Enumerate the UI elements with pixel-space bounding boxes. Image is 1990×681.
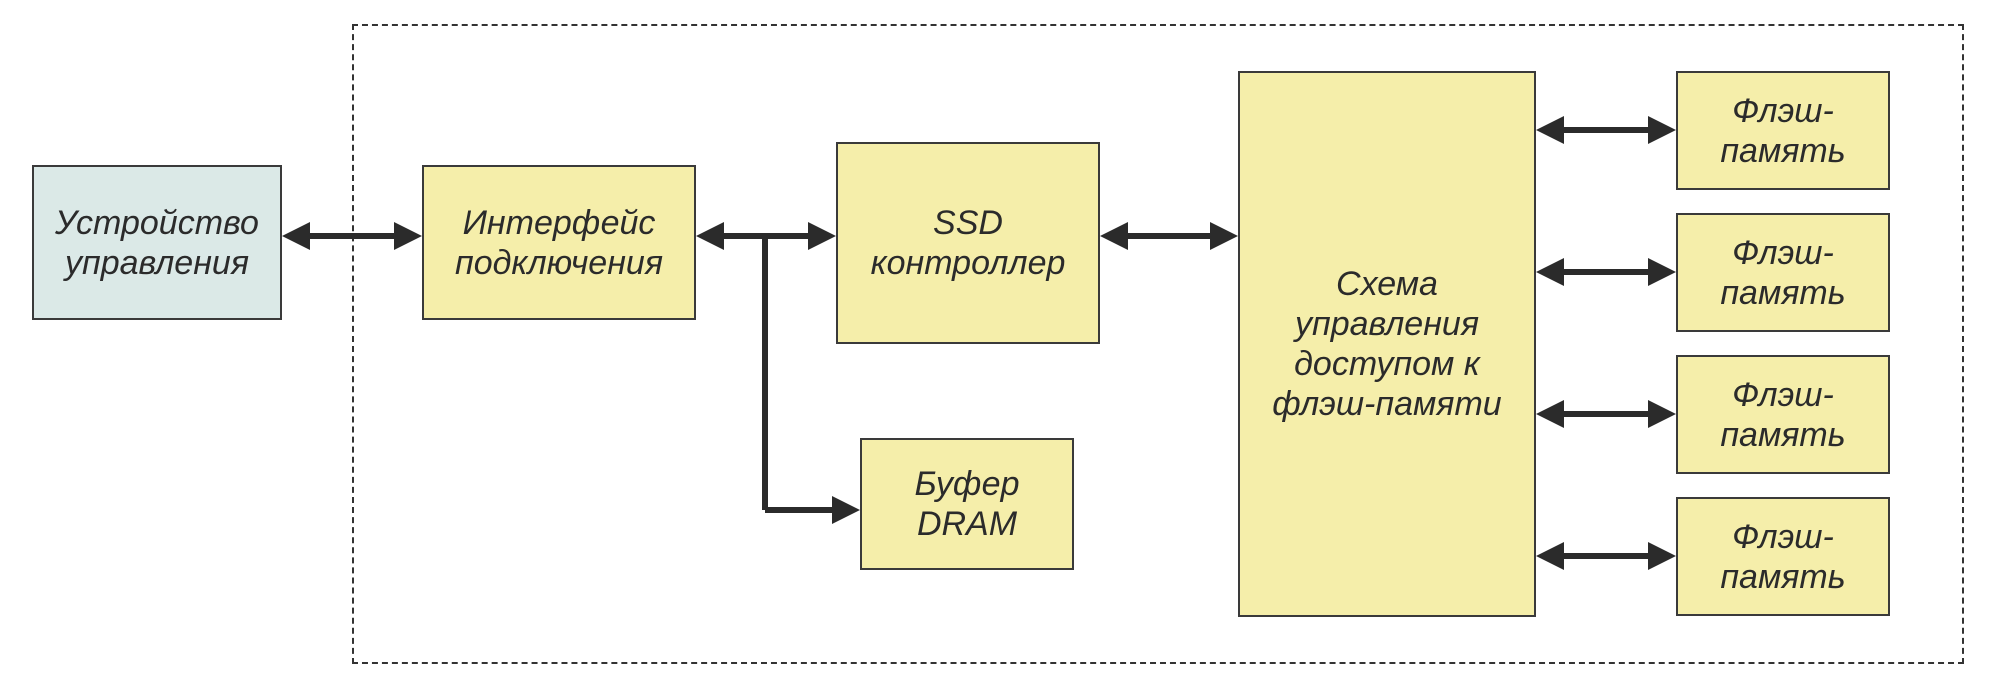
arrowhead (808, 222, 836, 250)
host-controller-label: Устройство управления (55, 203, 259, 282)
arrowhead (1536, 542, 1564, 570)
ssd-boundary (352, 24, 1964, 664)
arrowhead (832, 496, 860, 524)
arrowhead (1536, 400, 1564, 428)
arrowhead (1648, 116, 1676, 144)
arrowhead (1100, 222, 1128, 250)
flash-memory-label: Флэш- память (1720, 233, 1846, 312)
flash-memory-block-3: Флэш- память (1676, 355, 1890, 474)
arrowhead (1536, 258, 1564, 286)
arrowhead (282, 222, 310, 250)
arrowhead (1648, 400, 1676, 428)
flash-memory-label: Флэш- память (1720, 517, 1846, 596)
interface-block: Интерфейс подключения (422, 165, 696, 320)
flash-memory-block-4: Флэш- память (1676, 497, 1890, 616)
flash-memory-block-2: Флэш- память (1676, 213, 1890, 332)
arrowhead (696, 222, 724, 250)
flash-access-block: Схема управления доступом к флэш-памяти (1238, 71, 1536, 617)
flash-memory-block-1: Флэш- память (1676, 71, 1890, 190)
arrowhead (1648, 258, 1676, 286)
dram-buffer-block: Буфер DRAM (860, 438, 1074, 570)
interface-label: Интерфейс подключения (455, 203, 663, 282)
flash-memory-label: Флэш- память (1720, 375, 1846, 454)
flash-access-label: Схема управления доступом к флэш-памяти (1272, 265, 1502, 423)
ssd-controller-label: SSD контроллер (870, 204, 1066, 282)
arrowhead (1536, 116, 1564, 144)
arrowhead (1210, 222, 1238, 250)
dram-buffer-label: Буфер DRAM (914, 465, 1020, 543)
arrowhead (394, 222, 422, 250)
flash-memory-label: Флэш- память (1720, 91, 1846, 170)
ssd-controller-block: SSD контроллер (836, 142, 1100, 344)
host-controller-block: Устройство управления (32, 165, 282, 320)
arrowhead (1648, 542, 1676, 570)
